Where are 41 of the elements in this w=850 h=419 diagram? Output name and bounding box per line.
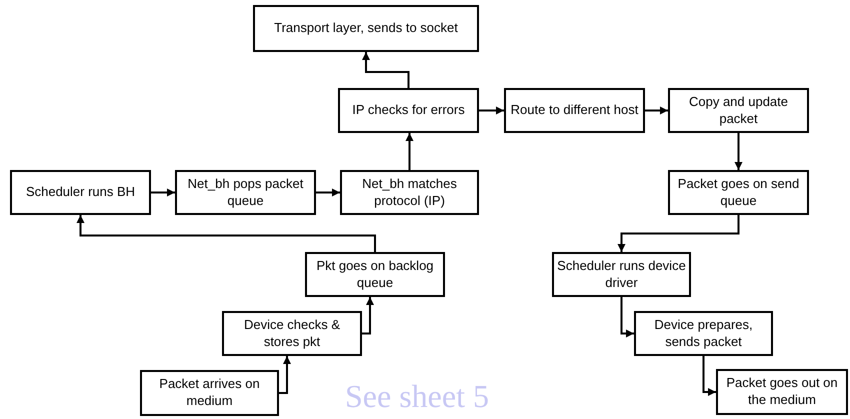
box-text: Packet goes on send queue <box>676 176 800 210</box>
process-box <box>305 252 445 297</box>
arrow <box>362 52 410 88</box>
process-box <box>340 170 479 215</box>
arrow <box>734 133 742 170</box>
arrow <box>76 215 376 252</box>
arrow <box>479 106 504 114</box>
process-box <box>504 88 645 133</box>
box-text: Copy and update packet <box>688 94 790 128</box>
process-box <box>338 88 479 133</box>
box-text: Scheduler runs device driver <box>557 258 686 292</box>
arrow <box>620 297 634 338</box>
process-box <box>253 5 479 52</box>
arrow <box>702 356 716 396</box>
process-box <box>668 170 809 215</box>
arrow <box>406 133 414 170</box>
box-text: Device checks & stores pkt <box>242 316 342 350</box>
process-box <box>634 311 773 356</box>
box-text: Packet goes out on the medium <box>725 375 839 409</box>
box-text: Transport layer, sends to socket <box>274 20 458 37</box>
box-text: Net_bh matches protocol (IP) <box>361 176 458 210</box>
process-box <box>552 252 691 297</box>
box-text: Pkt goes on backlog queue <box>315 258 435 292</box>
process-box <box>175 170 316 215</box>
arrow <box>645 106 668 114</box>
process-box <box>668 88 809 133</box>
arrow <box>151 188 175 196</box>
process-box <box>716 369 848 415</box>
box-text: Net_bh pops packet queue <box>186 176 304 210</box>
box-text: Device prepares, sends packet <box>653 316 754 350</box>
box-text: IP checks for errors <box>352 102 465 119</box>
box-text: Scheduler runs BH <box>26 184 136 201</box>
arrow <box>279 356 291 394</box>
arrow <box>362 297 374 334</box>
process-box <box>10 170 151 215</box>
arrow <box>316 188 340 196</box>
box-text: Packet arrives on medium <box>158 376 261 410</box>
process-box <box>222 311 362 356</box>
arrow <box>618 215 740 252</box>
process-box <box>140 370 279 416</box>
box-text: Route to different host <box>510 102 638 119</box>
